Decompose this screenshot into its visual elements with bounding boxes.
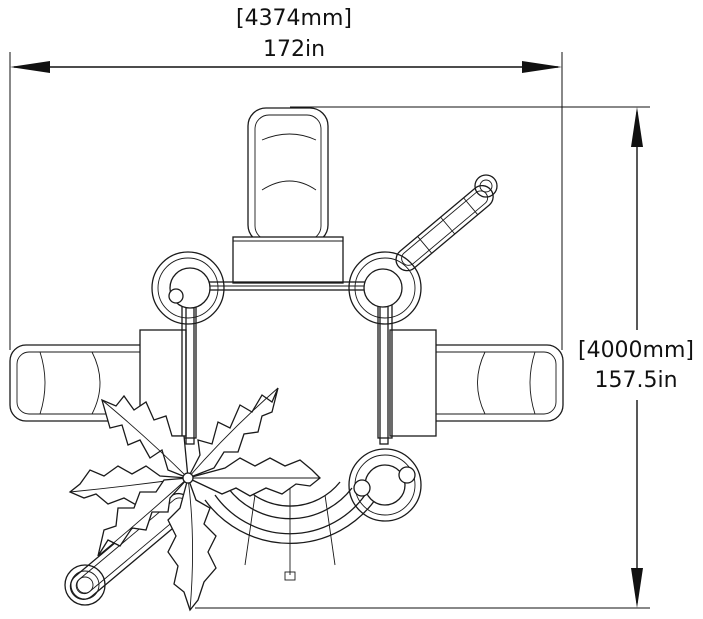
diagonal-climber [395, 174, 498, 272]
corner-post-bottom-right [348, 448, 422, 522]
depth-metric-label: [4000mm] [578, 338, 694, 363]
curved-bridge [204, 481, 376, 581]
depth-dimension: [4000mm] 157.5in [195, 106, 694, 609]
main-deck [181, 281, 393, 445]
depth-imperial-label: 157.5in [594, 368, 677, 393]
top-slide [232, 107, 344, 284]
width-arrow-right [522, 61, 562, 73]
corner-post-top-left [151, 251, 225, 325]
width-imperial-label: 172in [263, 37, 325, 62]
width-metric-label: [4374mm] [236, 6, 352, 31]
depth-arrow-bottom [631, 568, 643, 608]
width-dimension: [4374mm] 172in [9, 6, 563, 350]
corner-post-top-right [348, 251, 422, 325]
palm-tree-canopy [68, 387, 321, 612]
right-slide [389, 329, 564, 437]
depth-arrow-top [631, 107, 643, 147]
width-arrow-left [10, 61, 50, 73]
